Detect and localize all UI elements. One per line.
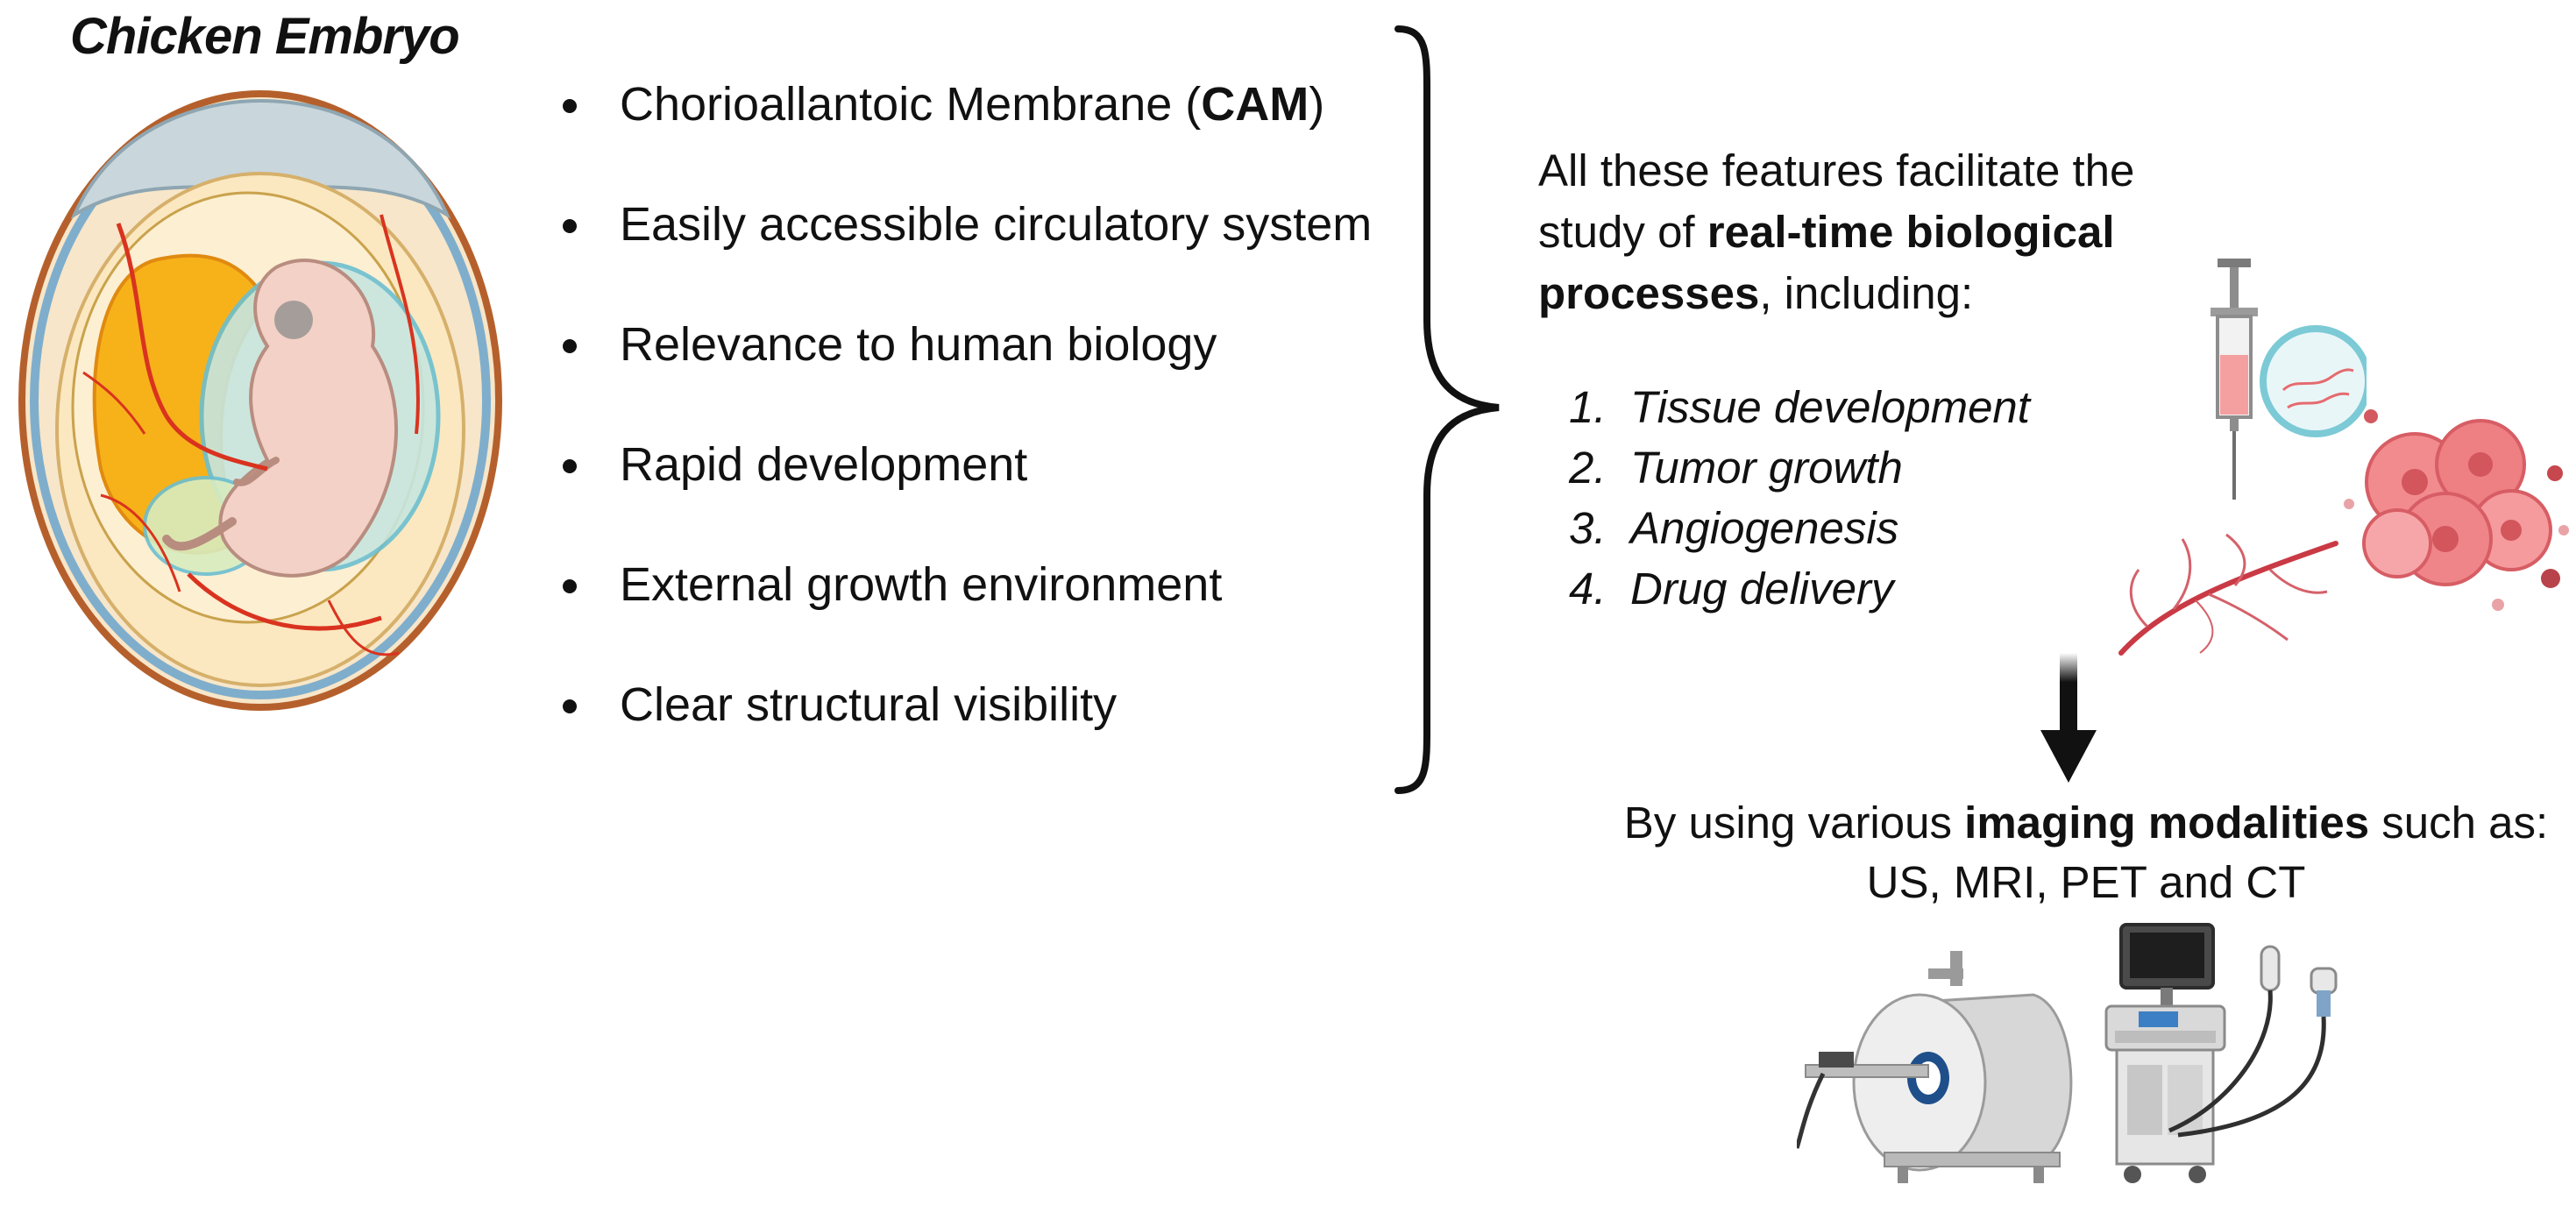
- tumor-cluster-icon: [2344, 409, 2569, 611]
- ultrasound-machine-icon: [2104, 923, 2338, 1183]
- process-list: 1.Tissue development 2.Tumor growth 3.An…: [1569, 377, 2030, 619]
- imaging-text: By using various imaging modalities such…: [1595, 793, 2576, 912]
- process-item: 2.Tumor growth: [1569, 443, 1903, 493]
- syringe-icon: [2211, 259, 2367, 500]
- blood-vessel-icon: [2118, 533, 2338, 656]
- process-item: 3.Angiogenesis: [1569, 503, 1899, 553]
- intro-text: All these features facilitate the study …: [1538, 145, 2135, 318]
- imaging-line-2: US, MRI, PET and CT: [1866, 857, 2306, 907]
- down-arrow-icon: [2040, 653, 2097, 783]
- feature-item: Chorioallantoic Membrane (CAM): [552, 70, 1372, 190]
- process-item: 1.Tissue development: [1569, 382, 2030, 432]
- feature-item: Easily accessible circulatory system: [552, 190, 1372, 310]
- curly-brace: [1394, 25, 1500, 794]
- feature-item: External growth environment: [552, 550, 1372, 670]
- title: Chicken Embryo: [70, 8, 460, 65]
- mri-scanner-icon: [1797, 951, 2073, 1183]
- feature-item: Relevance to human biology: [552, 310, 1372, 430]
- feature-item: Rapid development: [552, 430, 1372, 550]
- feature-list: Chorioallantoic Membrane (CAM) Easily ac…: [552, 70, 1372, 791]
- process-item: 4.Drug delivery: [1569, 564, 1894, 614]
- egg-embryo-illustration: [18, 90, 502, 711]
- imaging-line-1: By using various imaging modalities such…: [1623, 798, 2549, 848]
- feature-item: Clear structural visibility: [552, 670, 1372, 791]
